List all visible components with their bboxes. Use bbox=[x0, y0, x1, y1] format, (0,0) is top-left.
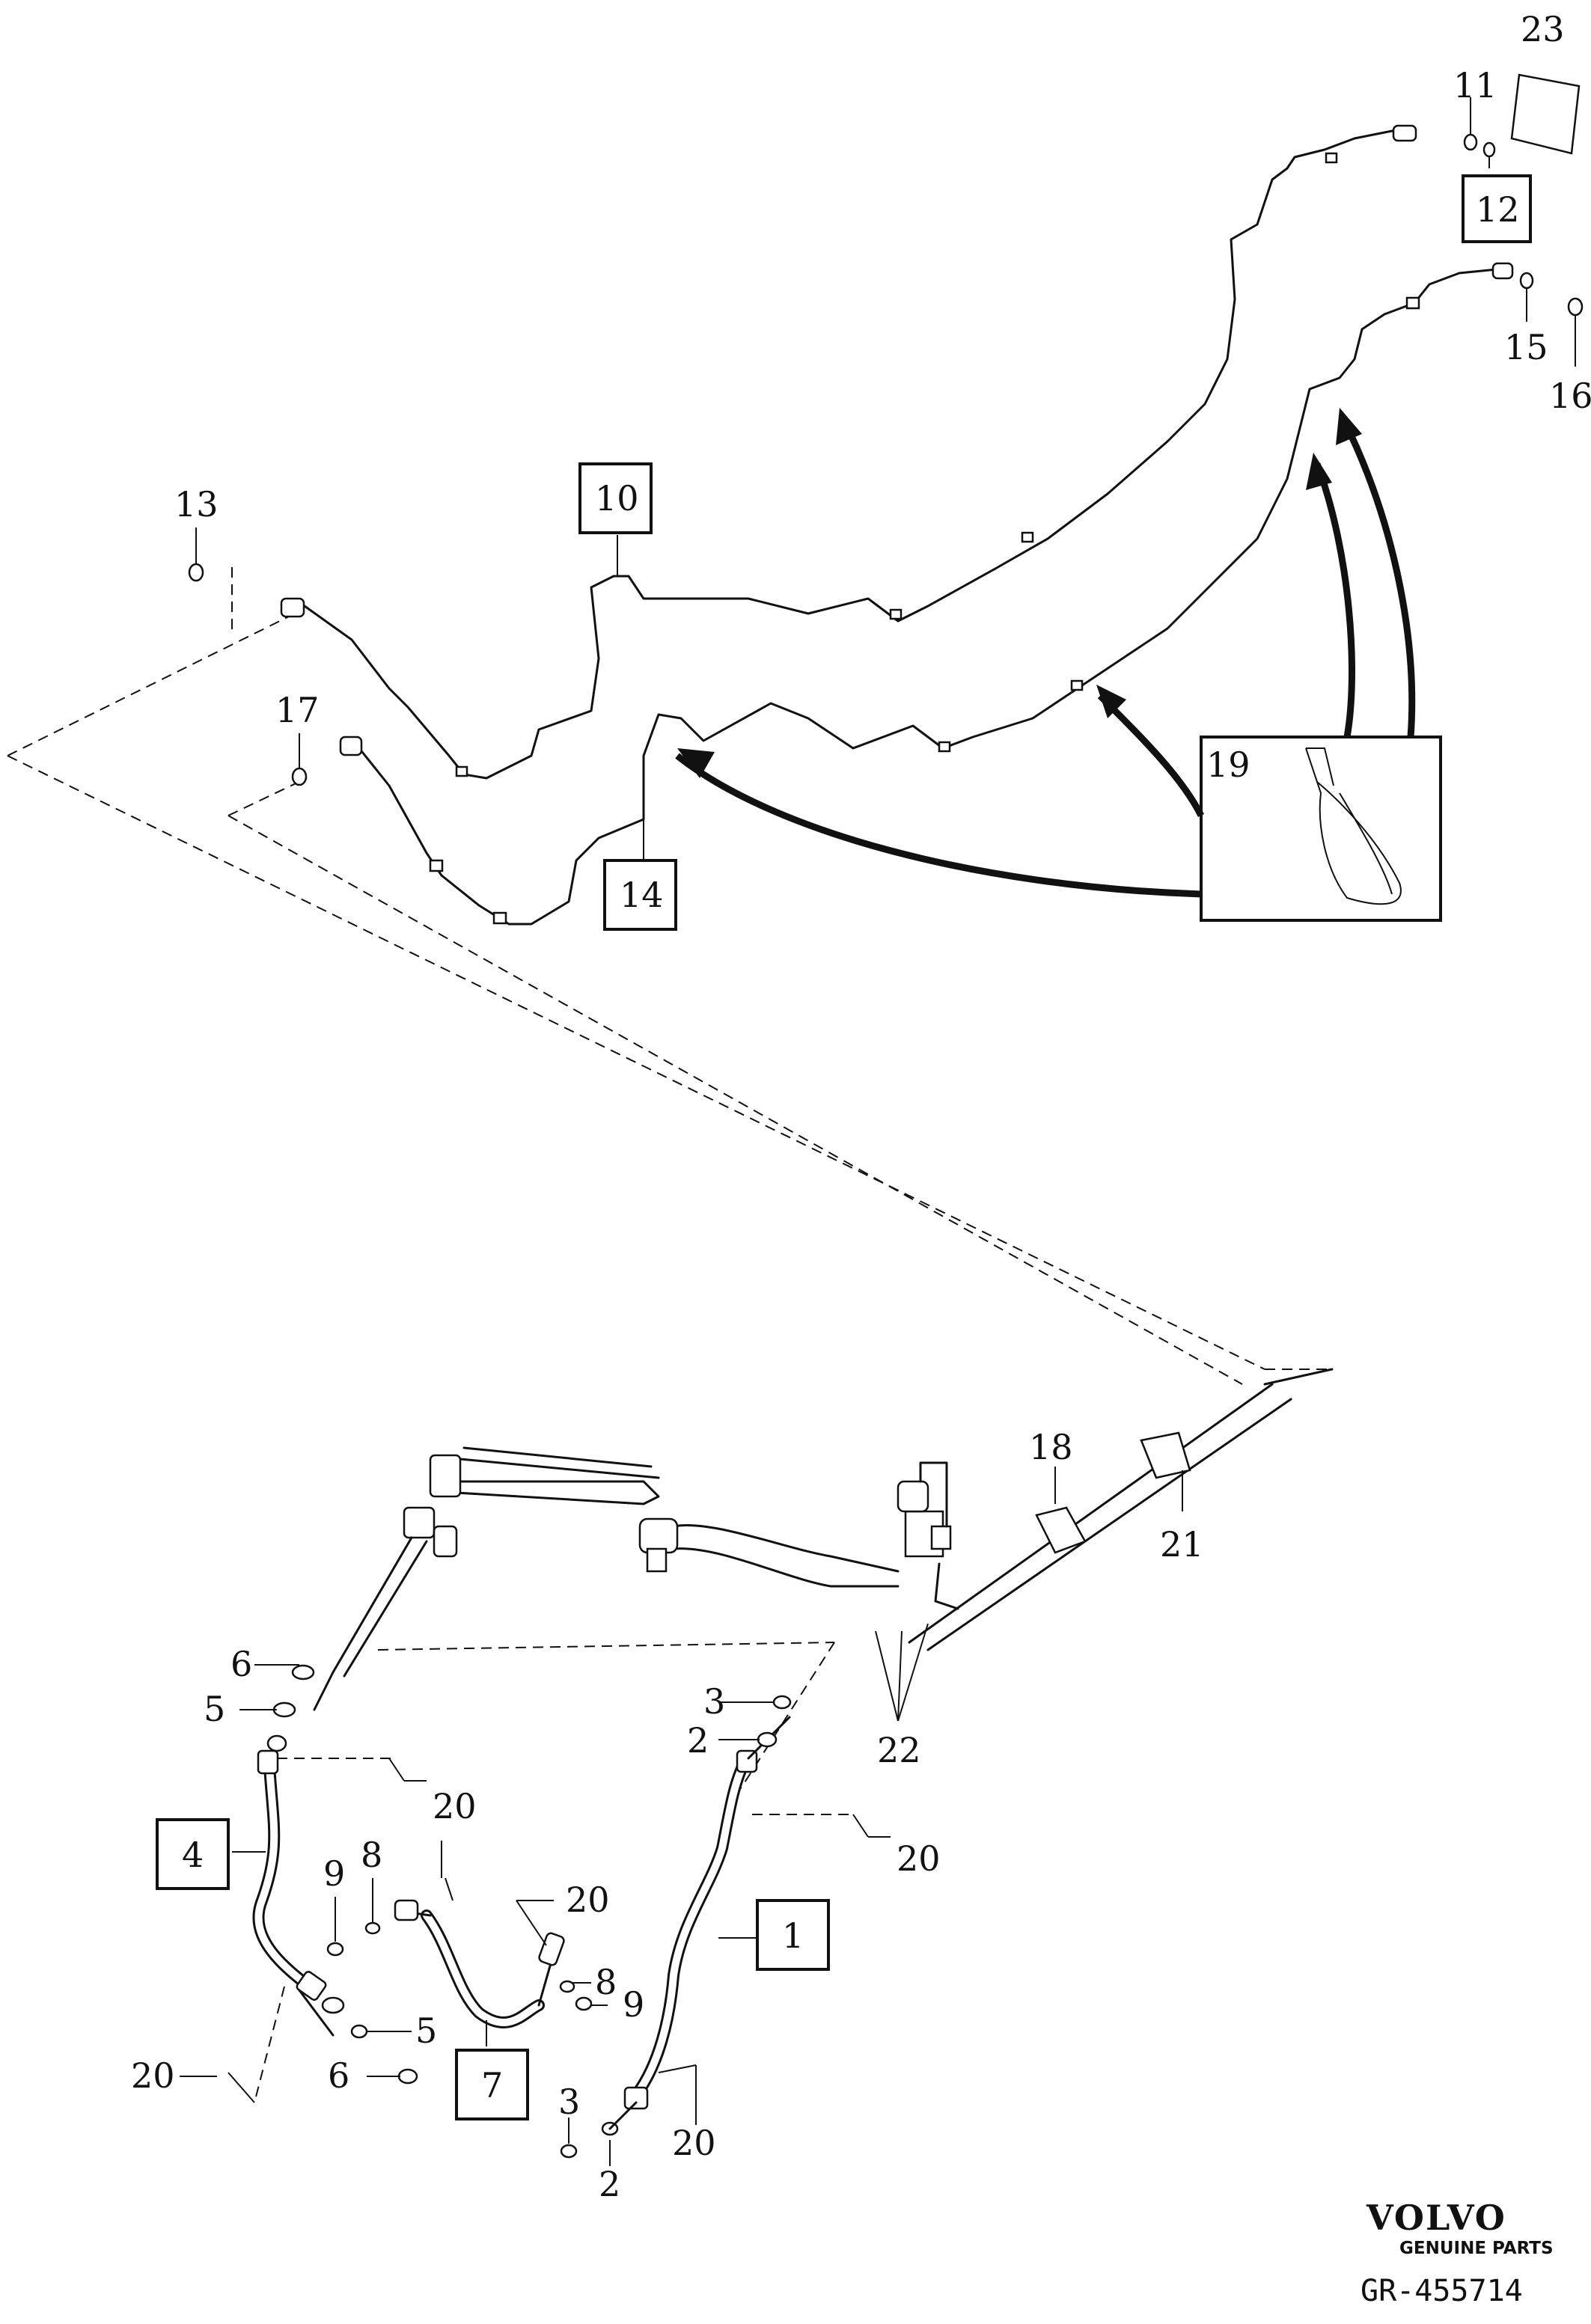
brake-pipe-10 bbox=[280, 124, 1417, 780]
callout-labels: 23 11 12 15 16 13 10 17 14 19 18 21 22 6… bbox=[131, 9, 1591, 2204]
pipe-14-coupler bbox=[1405, 296, 1420, 310]
pipe-10-coupler bbox=[1021, 531, 1034, 543]
callout-11: 11 bbox=[1453, 65, 1497, 106]
callout-16: 16 bbox=[1549, 376, 1591, 416]
callout-20-b: 20 bbox=[897, 1838, 941, 1879]
callout-20-c: 20 bbox=[566, 1880, 610, 1920]
pipe-14-coupler bbox=[492, 911, 507, 925]
part-6-lower-bolt bbox=[397, 2068, 418, 2085]
part-16-nut bbox=[1567, 297, 1584, 317]
part-15-washer bbox=[1519, 272, 1534, 290]
callout-5-lower: 5 bbox=[415, 2010, 437, 2051]
part-9-upper-bolt bbox=[326, 1942, 344, 1957]
callout-23: 23 bbox=[1521, 9, 1565, 49]
part-8-lower-washer bbox=[559, 1980, 575, 1993]
callout-6-upper: 6 bbox=[230, 1644, 252, 1684]
connector-block-left bbox=[429, 1454, 462, 1498]
pipe-10-coupler bbox=[1325, 152, 1338, 164]
callout-2-upper: 2 bbox=[687, 1720, 709, 1761]
callout-19: 19 bbox=[1206, 744, 1250, 785]
callout-4: 4 bbox=[182, 1835, 204, 1875]
pipe-14-fitting-right bbox=[1491, 262, 1514, 280]
parts-top-right bbox=[188, 73, 1584, 786]
volvo-logo: VOLVO bbox=[1366, 2198, 1506, 2238]
callout-3-lower: 3 bbox=[558, 2082, 580, 2122]
callout-2-lower: 2 bbox=[599, 2164, 620, 2204]
part-8-upper-washer bbox=[364, 1921, 381, 1935]
part-11-washer bbox=[1463, 133, 1478, 151]
callout-18: 18 bbox=[1029, 1427, 1073, 1467]
callout-13: 13 bbox=[174, 484, 219, 525]
callout-12: 12 bbox=[1476, 189, 1520, 230]
pipe-10-coupler bbox=[889, 608, 903, 620]
part-12-seal bbox=[1482, 141, 1496, 158]
callout-10: 10 bbox=[595, 478, 639, 519]
genuine-parts-tagline: GENUINE PARTS bbox=[1399, 2239, 1554, 2258]
part-18-grommet bbox=[1035, 1506, 1087, 1554]
branding: VOLVO GENUINE PARTS GR-455714 bbox=[1361, 2198, 1554, 2308]
callout-20-a: 20 bbox=[433, 1786, 477, 1826]
part-17-washer bbox=[291, 767, 308, 786]
callout-15: 15 bbox=[1504, 327, 1548, 367]
callout-box-4 bbox=[156, 1818, 230, 1890]
dashed-leader-lines-upper bbox=[7, 567, 1332, 1385]
figure-code: GR-455714 bbox=[1361, 2274, 1523, 2308]
callout-22: 22 bbox=[877, 1730, 921, 1770]
callout-box-7 bbox=[455, 2049, 529, 2120]
clip-19-detail bbox=[675, 408, 1442, 922]
pipe-14-fitting-left bbox=[339, 736, 363, 756]
pipe-14-coupler bbox=[429, 859, 444, 872]
callout-14: 14 bbox=[620, 875, 664, 915]
part-13-washer bbox=[188, 563, 204, 582]
callout-8-lower: 8 bbox=[595, 1962, 617, 2002]
brake-pipe-14 bbox=[339, 262, 1514, 926]
callout-1: 1 bbox=[782, 1915, 804, 1956]
part-3-upper-bolt bbox=[772, 1695, 792, 1710]
part-9-lower-bolt bbox=[575, 1996, 593, 2011]
part-2-upper-washer bbox=[757, 1731, 778, 1748]
callout-box-14 bbox=[603, 859, 677, 931]
part-5-upper-washer bbox=[272, 1701, 296, 1718]
callout-17: 17 bbox=[275, 690, 320, 730]
callout-5-upper: 5 bbox=[204, 1689, 225, 1729]
part-21-grommet bbox=[1140, 1431, 1191, 1479]
callout-3-upper: 3 bbox=[703, 1681, 725, 1722]
callout-9-upper: 9 bbox=[323, 1853, 345, 1894]
callout-box-10 bbox=[578, 462, 653, 534]
callout-7: 7 bbox=[481, 2065, 503, 2106]
callout-9-lower: 9 bbox=[623, 1984, 644, 2025]
callout-8-upper: 8 bbox=[361, 1835, 382, 1875]
pipe-10-fitting-left bbox=[280, 597, 305, 618]
pipe-10-coupler bbox=[455, 765, 468, 777]
callout-box-12 bbox=[1462, 174, 1532, 243]
callout-21: 21 bbox=[1160, 1524, 1204, 1565]
part-23-pad bbox=[1510, 73, 1581, 155]
pipe-10-fitting-right bbox=[1392, 124, 1417, 142]
callout-20-d: 20 bbox=[131, 2055, 175, 2096]
callout-box-1 bbox=[756, 1899, 830, 1971]
callout-20-e: 20 bbox=[672, 2123, 716, 2163]
pipe-14-coupler bbox=[1070, 679, 1084, 691]
lower-brake-assembly bbox=[180, 1368, 1334, 2166]
pipe-14-coupler bbox=[938, 741, 951, 753]
part-6-upper-bolt bbox=[291, 1664, 315, 1681]
callout-6-lower: 6 bbox=[328, 2055, 349, 2096]
part-5-lower-washer bbox=[350, 2024, 368, 2039]
part-3-lower-bolt bbox=[560, 2144, 578, 2159]
